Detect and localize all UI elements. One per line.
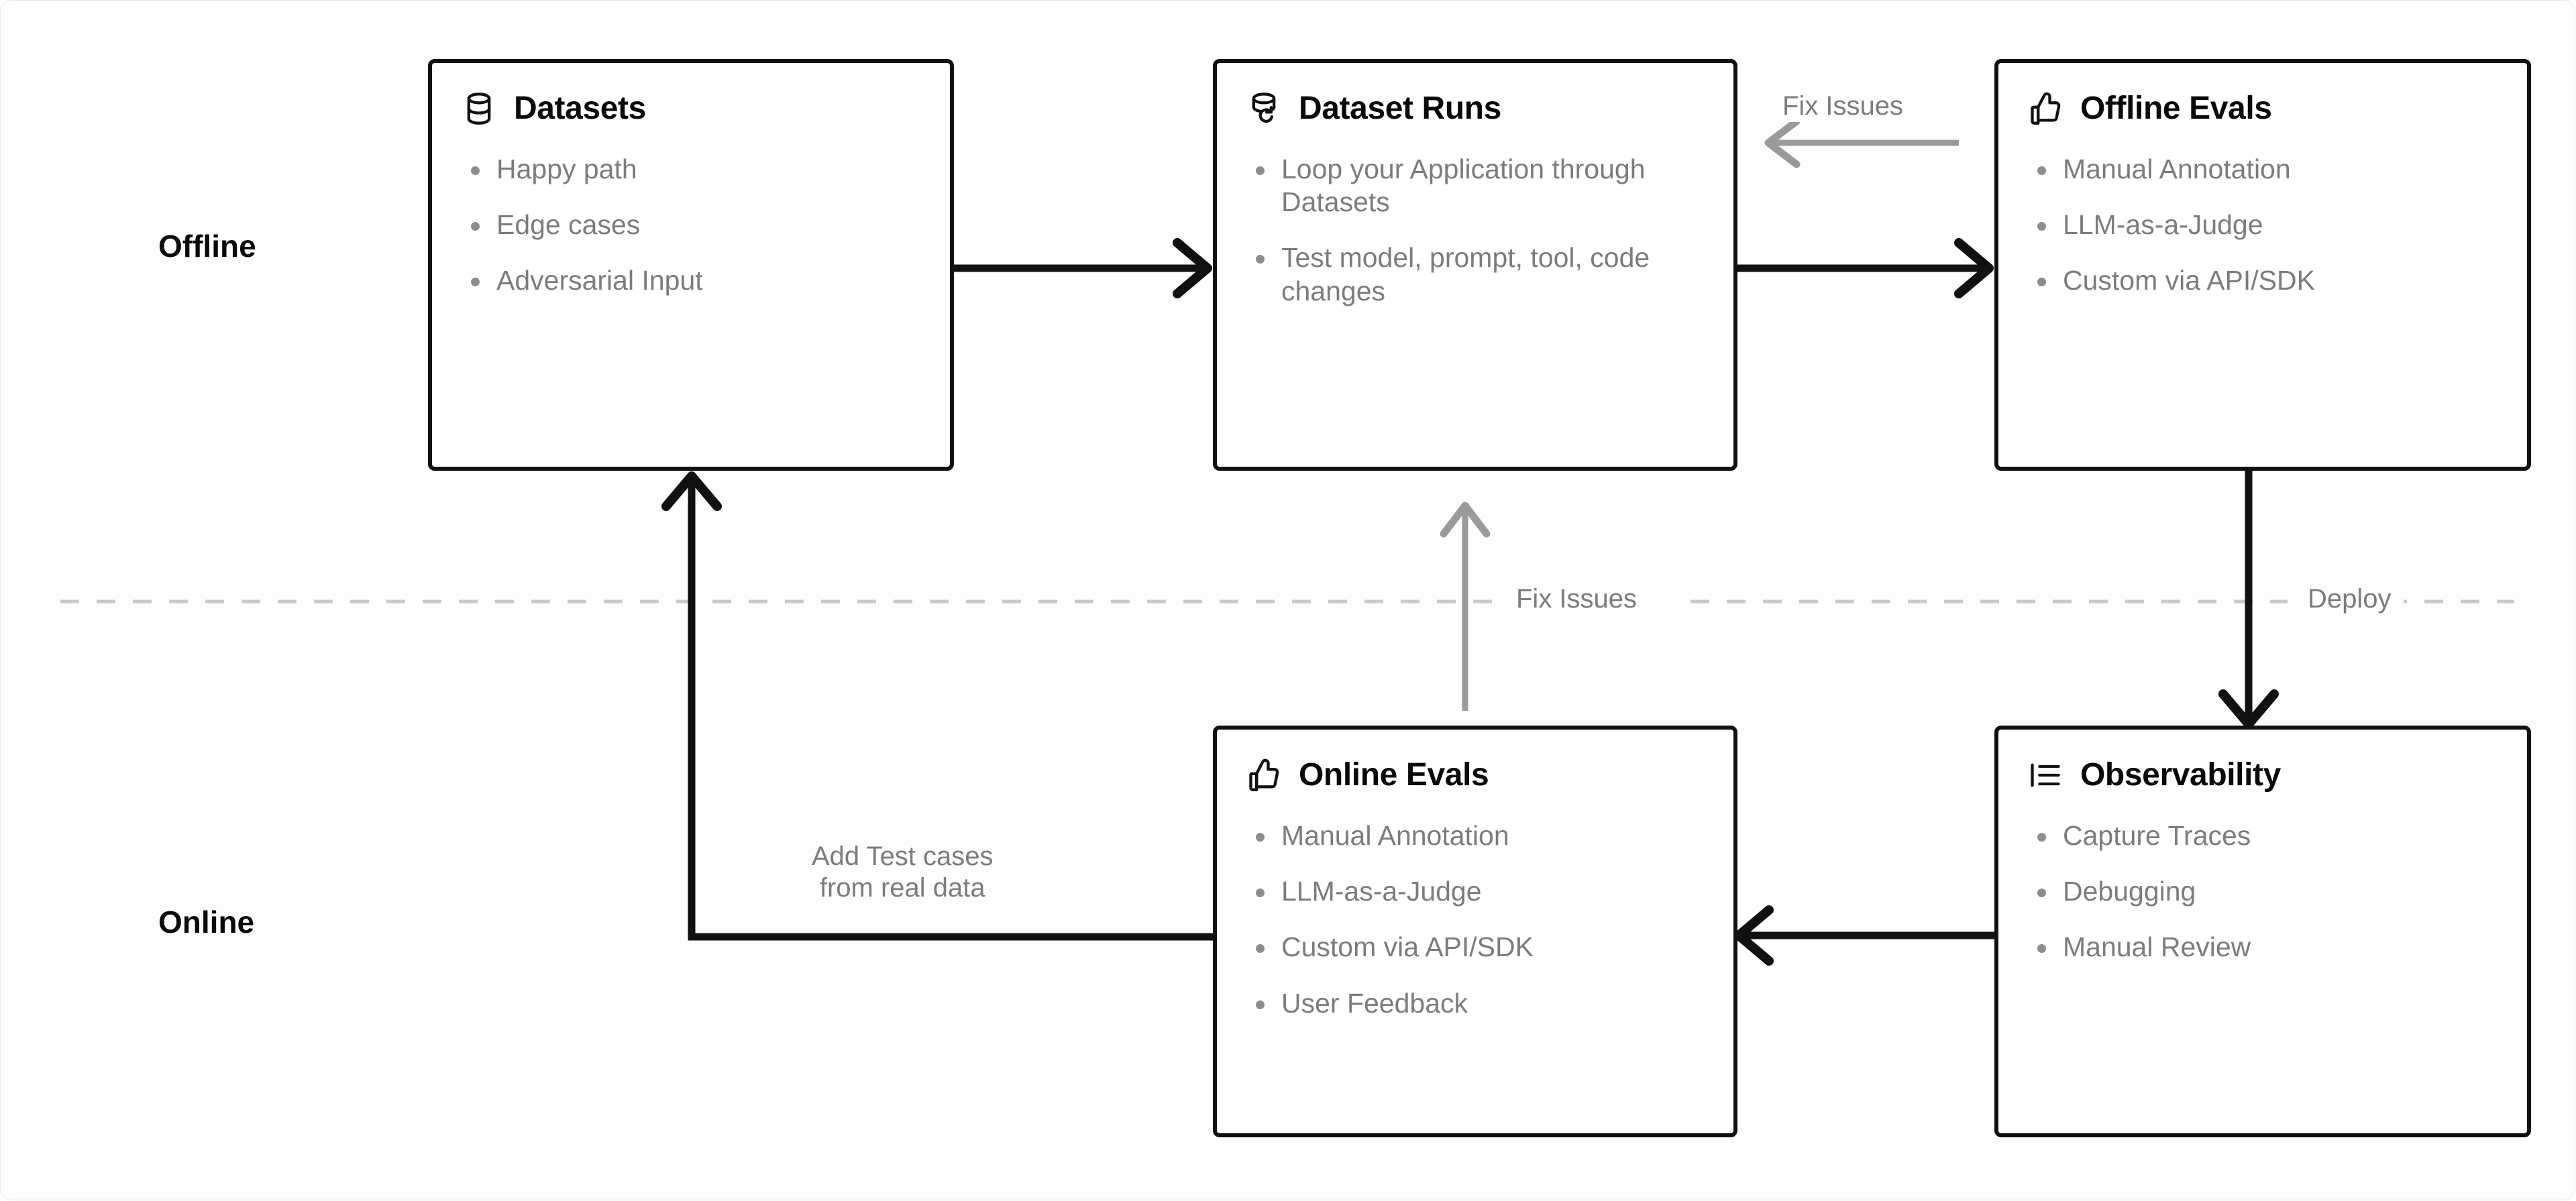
node-offline-evals-title: Offline Evals (2080, 91, 2272, 126)
list-item: Test model, prompt, tool, code changes (1254, 241, 1703, 307)
node-datasets-header: Datasets (432, 63, 950, 126)
lane-label-online: Online (158, 905, 255, 939)
list-item: Manual Annotation (1254, 819, 1703, 852)
edge-label-deploy: Deploy (2296, 583, 2404, 616)
node-online-evals-title: Online Evals (1299, 757, 1489, 793)
node-online-evals-header: Online Evals (1217, 730, 1733, 793)
list-item: Debugging (2036, 875, 2496, 908)
node-dataset-runs[interactable]: Dataset Runs Loop your Application throu… (1213, 59, 1737, 471)
node-offline-evals-header: Offline Evals (1998, 63, 2527, 126)
edge-label-add-test-cases: Add Test cases from real data (812, 841, 994, 904)
list-item: Manual Review (2036, 931, 2496, 964)
node-online-evals[interactable]: Online Evals Manual Annotation LLM-as-a-… (1213, 726, 1737, 1137)
thumbs-up-icon (2028, 91, 2063, 126)
list-item: Happy path (470, 153, 919, 186)
list-item: Edge cases (470, 209, 919, 241)
node-datasets-title: Datasets (514, 91, 646, 126)
list-item: LLM-as-a-Judge (1254, 875, 1703, 908)
node-offline-evals-list: Manual Annotation LLM-as-a-Judge Custom … (1998, 126, 2527, 298)
list-item: Loop your Application through Datasets (1254, 153, 1703, 219)
list-item: User Feedback (1254, 987, 1703, 1020)
edge-label-add-test-cases-line1: Add Test cases (812, 842, 994, 871)
database-refresh-icon (1246, 91, 1281, 126)
node-dataset-runs-header: Dataset Runs (1217, 63, 1733, 126)
edge-label-fix-issues-middle: Fix Issues (1504, 583, 1650, 616)
list-item: Manual Annotation (2036, 153, 2496, 186)
list-tree-icon (2028, 758, 2063, 793)
list-item: Custom via API/SDK (2036, 264, 2496, 297)
list-item: Adversarial Input (470, 264, 919, 297)
database-icon (462, 91, 496, 126)
node-observability-title: Observability (2080, 757, 2281, 793)
node-online-evals-list: Manual Annotation LLM-as-a-Judge Custom … (1217, 793, 1733, 1020)
node-observability[interactable]: Observability Capture Traces Debugging M… (1994, 726, 2531, 1137)
edge-label-add-test-cases-line2: from real data (819, 873, 985, 903)
list-item: Custom via API/SDK (1254, 931, 1703, 964)
node-datasets[interactable]: Datasets Happy path Edge cases Adversari… (428, 59, 954, 471)
node-observability-list: Capture Traces Debugging Manual Review (1998, 793, 2527, 964)
node-dataset-runs-title: Dataset Runs (1299, 91, 1501, 126)
thumbs-up-icon (1246, 758, 1281, 793)
list-item: LLM-as-a-Judge (2036, 209, 2496, 241)
lane-label-offline: Offline (158, 229, 256, 264)
list-item: Capture Traces (2036, 819, 2496, 852)
node-observability-header: Observability (1998, 730, 2527, 793)
node-datasets-list: Happy path Edge cases Adversarial Input (432, 126, 950, 298)
edge-label-fix-issues-top: Fix Issues (1782, 91, 1904, 123)
node-dataset-runs-list: Loop your Application through Datasets T… (1217, 126, 1733, 308)
node-offline-evals[interactable]: Offline Evals Manual Annotation LLM-as-a… (1994, 59, 2531, 471)
